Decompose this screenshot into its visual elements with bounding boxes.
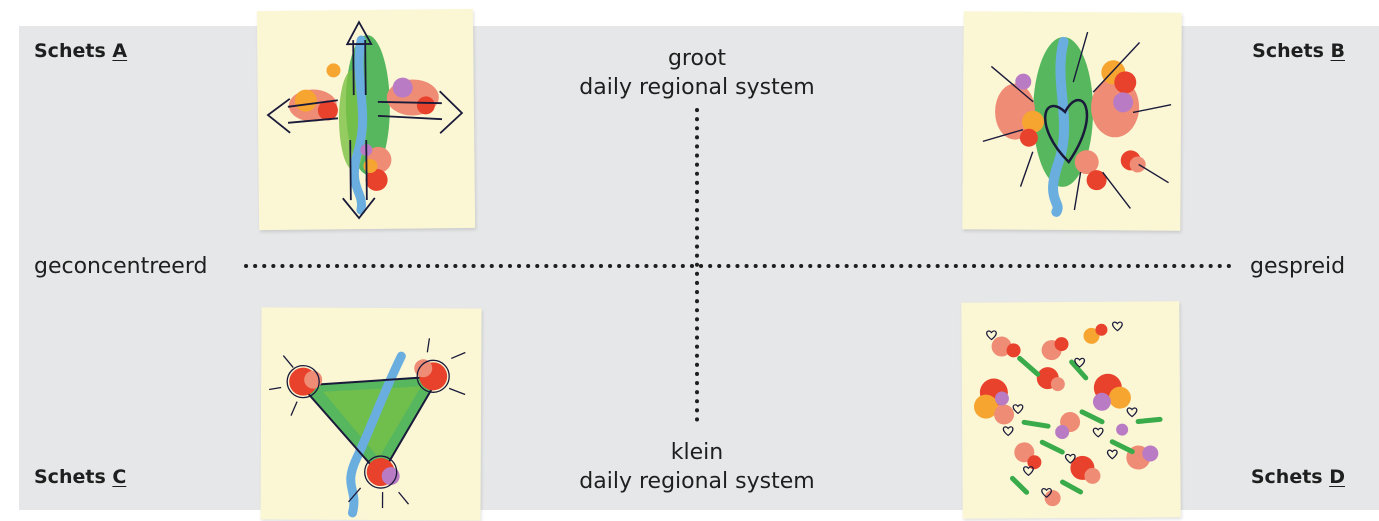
axis-top-line2: daily regional system xyxy=(579,75,815,100)
sketch-b-label: Schets B xyxy=(1252,40,1345,62)
sketch-d-label: Schets D xyxy=(1250,466,1345,488)
sketch-a-drawing xyxy=(266,20,464,220)
axis-top-line1: groot xyxy=(667,46,727,71)
sketch-c-note xyxy=(260,307,482,521)
sketch-a-note xyxy=(256,8,476,231)
sketch-d-note xyxy=(961,301,1181,519)
sketch-a-label: Schets A xyxy=(34,40,128,62)
sketch-b-drawing xyxy=(982,31,1172,217)
sketch-c-drawing xyxy=(269,338,466,518)
axis-top-label: groot daily regional system xyxy=(547,44,847,102)
axis-right-label: gespreid xyxy=(1250,254,1346,279)
axis-bottom-line2: daily regional system xyxy=(579,469,815,494)
sketch-d-drawing xyxy=(973,321,1163,507)
axis-left-label: geconcentreerd xyxy=(34,254,208,279)
sketch-c-label: Schets C xyxy=(34,466,127,488)
axis-bottom-label: klein daily regional system xyxy=(547,438,847,496)
axis-bottom-line1: klein xyxy=(670,440,724,465)
sketch-b-note xyxy=(962,11,1182,231)
